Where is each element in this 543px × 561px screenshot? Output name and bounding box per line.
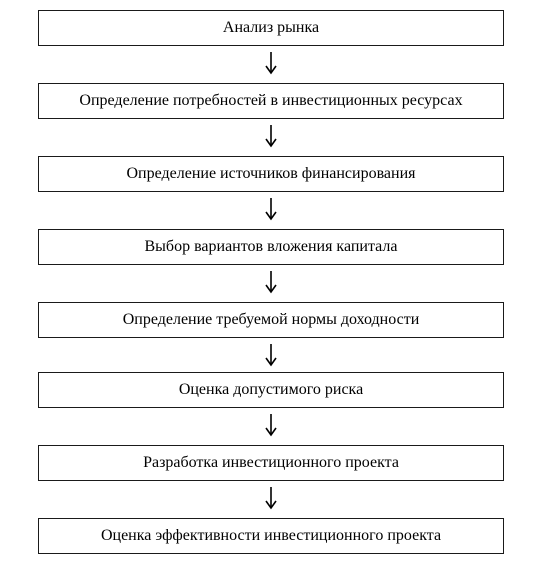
- down-arrow-icon: [261, 123, 281, 149]
- step-label: Разработка инвестиционного проекта: [143, 454, 399, 471]
- down-arrow-icon: [261, 196, 281, 222]
- step-label: Анализ рынка: [222, 19, 320, 36]
- step-investment-options: Выбор вариантов вложения капитала: [38, 229, 504, 265]
- step-required-return: Определение требуемой нормы доходности: [38, 302, 504, 338]
- step-label: Выбор вариантов вложения капитала: [144, 238, 398, 255]
- step-label: Оценка эффективности инвестиционного про…: [100, 527, 442, 544]
- down-arrow-icon: [261, 485, 281, 511]
- step-label: Определение источников финансирования: [126, 165, 416, 182]
- down-arrow-icon: [261, 342, 281, 368]
- step-efficiency-evaluation: Оценка эффективности инвестиционного про…: [38, 518, 504, 554]
- step-resource-needs: Определение потребностей в инвестиционны…: [38, 83, 504, 119]
- step-label: Оценка допустимого риска: [178, 381, 364, 398]
- down-arrow-icon: [261, 269, 281, 295]
- step-market-analysis: Анализ рынка: [38, 10, 504, 46]
- step-label: Определение потребностей в инвестиционны…: [79, 92, 463, 109]
- step-funding-sources: Определение источников финансирования: [38, 156, 504, 192]
- down-arrow-icon: [261, 50, 281, 76]
- step-project-development: Разработка инвестиционного проекта: [38, 445, 504, 481]
- step-label: Определение требуемой нормы доходности: [122, 311, 420, 328]
- step-risk-assessment: Оценка допустимого риска: [38, 372, 504, 408]
- down-arrow-icon: [261, 412, 281, 438]
